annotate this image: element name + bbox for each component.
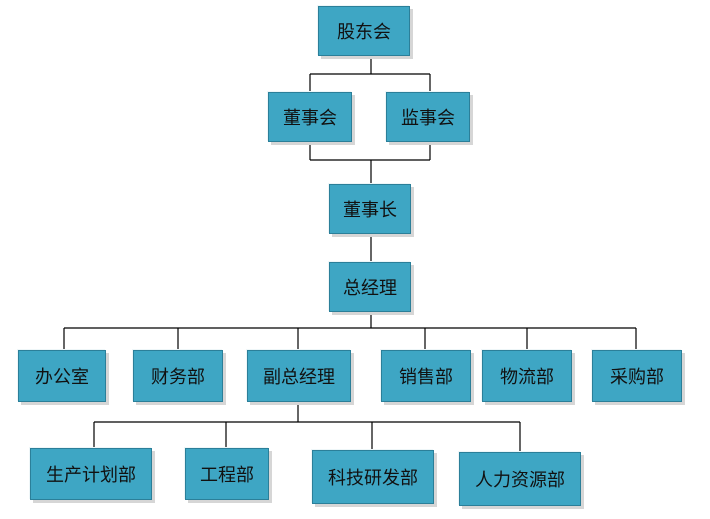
node-label: 采购部 [610, 367, 664, 388]
node-hr-dept: 人力资源部 [459, 452, 581, 506]
connector-shareholders-boards [309, 56, 431, 92]
node-vice-general-manager: 副总经理 [247, 350, 351, 402]
node-chairman: 董事长 [329, 184, 411, 234]
node-label: 总经理 [343, 278, 397, 299]
node-label: 物流部 [500, 367, 554, 388]
node-engineering-dept: 工程部 [185, 448, 269, 500]
node-sales-dept: 销售部 [381, 350, 471, 402]
node-label: 生产计划部 [46, 465, 136, 486]
node-finance-dept: 财务部 [133, 350, 223, 402]
node-shareholders-meeting: 股东会 [318, 6, 410, 56]
node-rnd-dept: 科技研发部 [312, 450, 434, 504]
node-production-planning-dept: 生产计划部 [30, 448, 152, 500]
connector-gm-departments [63, 312, 637, 350]
node-label: 工程部 [200, 465, 254, 486]
connector-boards-chairman [309, 142, 431, 184]
node-logistics-dept: 物流部 [482, 350, 572, 402]
node-label: 董事长 [343, 200, 397, 221]
node-label: 董事会 [283, 108, 337, 129]
node-board-of-supervisors: 监事会 [386, 92, 470, 142]
node-label: 销售部 [399, 367, 453, 388]
node-general-manager: 总经理 [329, 262, 411, 312]
node-label: 监事会 [401, 108, 455, 129]
node-label: 副总经理 [263, 367, 335, 388]
node-procurement-dept: 采购部 [592, 350, 682, 402]
node-label: 办公室 [35, 367, 89, 388]
connector-vgm-subdepartments [93, 402, 521, 452]
node-label: 财务部 [151, 367, 205, 388]
node-board-of-directors: 董事会 [268, 92, 352, 142]
node-label: 科技研发部 [328, 468, 418, 489]
node-label: 人力资源部 [475, 470, 565, 491]
node-label: 股东会 [337, 22, 391, 43]
node-office: 办公室 [18, 350, 106, 402]
